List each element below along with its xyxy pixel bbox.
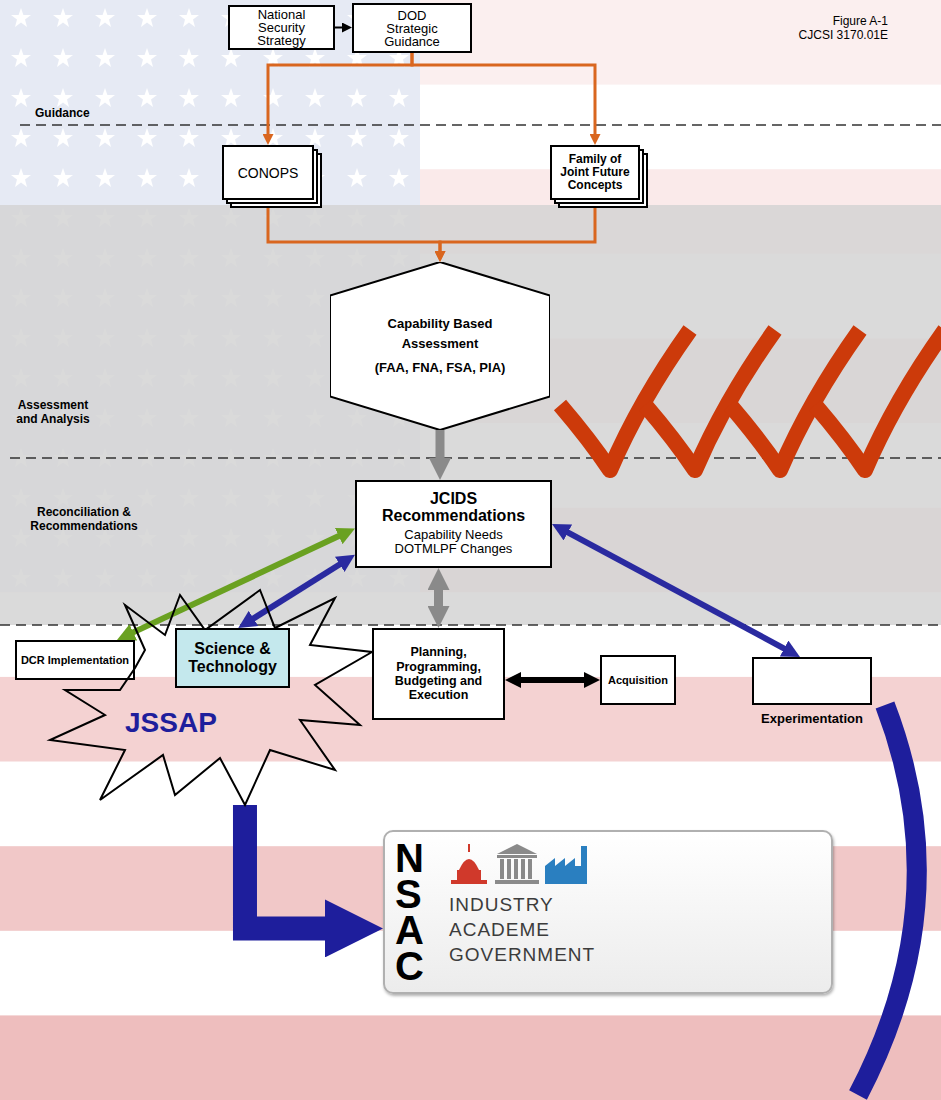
steps [495, 880, 539, 884]
node-text: NSAC [395, 840, 435, 984]
recommendations-box: JCIDS RecommendationsCapability Needs DO… [355, 480, 552, 568]
node-text: DCR Implementation [21, 654, 129, 667]
academy-icon [495, 844, 539, 884]
section-label: Reconciliation & Recommendations [20, 505, 148, 533]
node-text: Science & Technology [182, 640, 283, 677]
column [507, 859, 511, 879]
factory-icon [545, 846, 587, 884]
connector-arrow [516, 677, 589, 683]
connector-arrow [128, 534, 343, 635]
pediment [497, 844, 537, 854]
node-text: ACADEME [449, 917, 595, 942]
starburst-shape [50, 590, 372, 805]
dashed-divider [20, 124, 941, 126]
partner-panel: NSAC INDUSTRYACADEMEGOVERNMENT [383, 830, 833, 994]
guidance-box: DOD Strategic Guidance [352, 3, 472, 53]
connector-arrow [268, 53, 412, 137]
column [521, 859, 525, 879]
node-text: National Security Strategy [235, 8, 328, 47]
figure-note: CJCSI 3170.01E [760, 28, 888, 42]
process-box: Planning, Programming, Budgeting and Exe… [372, 628, 505, 720]
connector-arrow [268, 200, 440, 254]
process-box: DCR Implementation [15, 640, 135, 680]
connector-arrow [563, 530, 789, 651]
empty-box [752, 657, 872, 705]
column [500, 859, 504, 879]
connector-arrow [412, 53, 595, 137]
stacked-document-box: CONOPS [222, 145, 314, 200]
process-box: Science & Technology [175, 628, 290, 688]
connector-arrow [440, 200, 595, 254]
check-marks [560, 330, 941, 470]
column [528, 859, 532, 879]
connector-arrow [436, 430, 445, 465]
connector-arrow [249, 561, 344, 621]
capitol-body [457, 870, 481, 880]
capitol-base [451, 880, 487, 884]
dashed-divider [10, 457, 941, 459]
node-text: Planning, Programming, Budgeting and Exe… [379, 645, 498, 703]
process-box: Acquisition [600, 655, 676, 705]
node-text: INDUSTRY [449, 892, 595, 917]
guidance-box: National Security Strategy [228, 5, 335, 50]
capitol-dome [459, 859, 479, 870]
connector-arrow [245, 805, 342, 928]
node-text: Capability Based Assessment [368, 314, 512, 354]
connector-arrow [434, 583, 443, 612]
connector-arrow [335, 27, 345, 29]
return-arc [858, 705, 917, 1095]
experimentation-box: Experimentation [752, 657, 872, 726]
node-text: DOD Strategic Guidance [372, 9, 452, 48]
sector-icons [449, 840, 589, 886]
capitol-icon [451, 844, 487, 884]
assessment-hexagon: Capability Based Assessment (FAA, FNA, FS… [330, 262, 550, 430]
panel-column: NSAC [395, 840, 435, 984]
check-mark [815, 330, 941, 470]
node-text: Family of Joint Future Concepts [555, 153, 635, 193]
node-text: JSSAP [125, 708, 217, 738]
figure-note: Figure A-1 [760, 14, 888, 28]
node-text: Acquisition [608, 674, 668, 687]
grey-band [0, 205, 941, 625]
node-text: Experimentation [752, 711, 872, 726]
stacked-document-box: Family of Joint Future Concepts [550, 145, 640, 200]
panel-column: INDUSTRYACADEMEGOVERNMENT [449, 840, 595, 984]
column [514, 859, 518, 879]
lintel [497, 855, 537, 858]
section-label: Guidance [35, 106, 115, 120]
node-text: CONOPS [238, 165, 299, 181]
node-text: GOVERNMENT [449, 942, 595, 967]
capitol-spire [468, 844, 470, 852]
node-text: JCIDS Recommendations [362, 491, 545, 525]
starburst-outline [45, 590, 375, 805]
hexagon-shape [330, 262, 550, 430]
flag-stripe [0, 1015, 941, 1100]
node-text: (FAA, FNA, FSA, PIA) [375, 358, 506, 378]
node-text: Capability Needs DOTMLPF Changes [391, 528, 516, 557]
section-label: Assessment and Analysis [15, 398, 91, 426]
starburst-shape: JSSAP Science & Technology [45, 590, 375, 805]
